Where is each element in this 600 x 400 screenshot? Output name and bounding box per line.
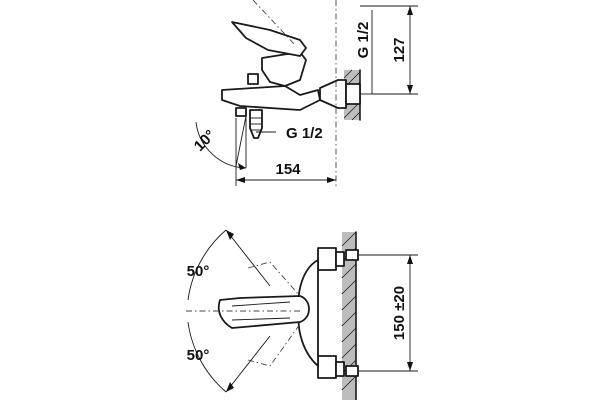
wall-connector: [319, 79, 372, 109]
mixer-body-side: [221, 21, 321, 139]
thread-side-dimension: G 1/2: [256, 125, 323, 142]
angle-50-upper-label: 50°: [187, 263, 210, 280]
dimension-154: 154: [235, 118, 336, 186]
plan-view: 50° 50° 150 ±20: [186, 229, 418, 400]
angle-10-dimension: 10°: [191, 115, 247, 170]
angle-50-lower: 50°: [187, 321, 271, 393]
thread-top-label: G 1/2: [355, 22, 372, 59]
dimension-127: 127: [360, 5, 418, 95]
angle-10-label: 10°: [191, 127, 219, 155]
angle-50-lower-label: 50°: [187, 347, 210, 364]
height-127-label: 127: [391, 37, 408, 62]
center-distance-label: 150 ±20: [391, 286, 408, 340]
wall-connectors-plan: [317, 247, 359, 379]
dimension-150: 150 ±20: [358, 254, 418, 372]
thread-top-dimension: G 1/2: [355, 10, 373, 94]
thread-side-label: G 1/2: [286, 125, 323, 142]
length-154-label: 154: [275, 161, 301, 178]
side-elevation-view: 127 G 1/2 154 10° G 1/2: [191, 0, 418, 186]
angle-50-upper: 50°: [187, 229, 271, 301]
mixer-body-plan: [217, 259, 319, 367]
